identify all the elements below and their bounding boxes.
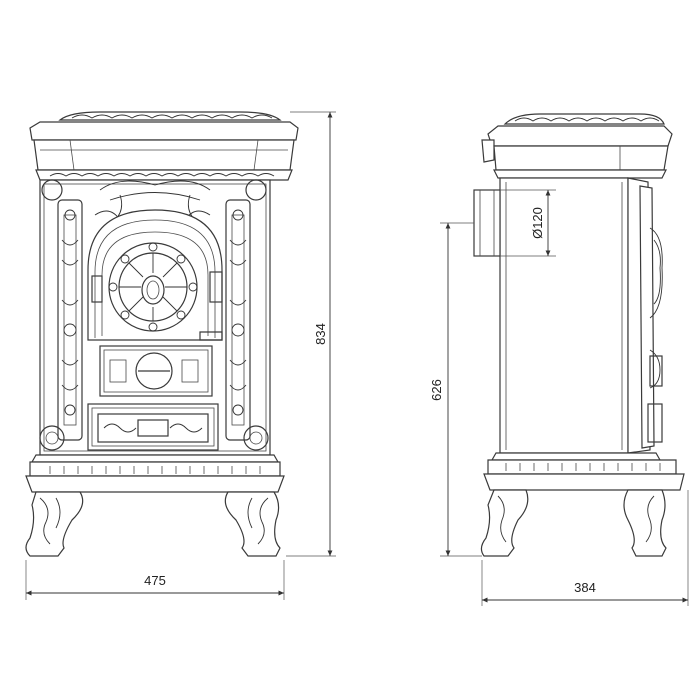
width-label: 475 [144, 573, 166, 588]
height-label: 834 [313, 323, 328, 345]
front-view [25, 111, 299, 557]
side-top-cap [481, 113, 673, 179]
front-legs [25, 491, 281, 557]
dimension-lines [25, 111, 689, 606]
flue-diameter-label: Ø120 [530, 207, 545, 239]
side-legs [480, 489, 667, 557]
front-base [25, 454, 285, 493]
side-base [483, 452, 685, 491]
door-rosette [108, 242, 198, 332]
front-air-control [99, 345, 213, 397]
depth-label: 384 [574, 580, 596, 595]
side-view [473, 113, 685, 557]
front-door [87, 209, 223, 341]
side-flue-pipe [473, 189, 501, 257]
front-top-cap [29, 111, 299, 181]
dimension-labels: 834 475 384 626 Ø120 [144, 207, 596, 595]
front-ash-drawer [87, 403, 219, 451]
flue-height-label: 626 [429, 379, 444, 401]
side-body [473, 177, 663, 454]
